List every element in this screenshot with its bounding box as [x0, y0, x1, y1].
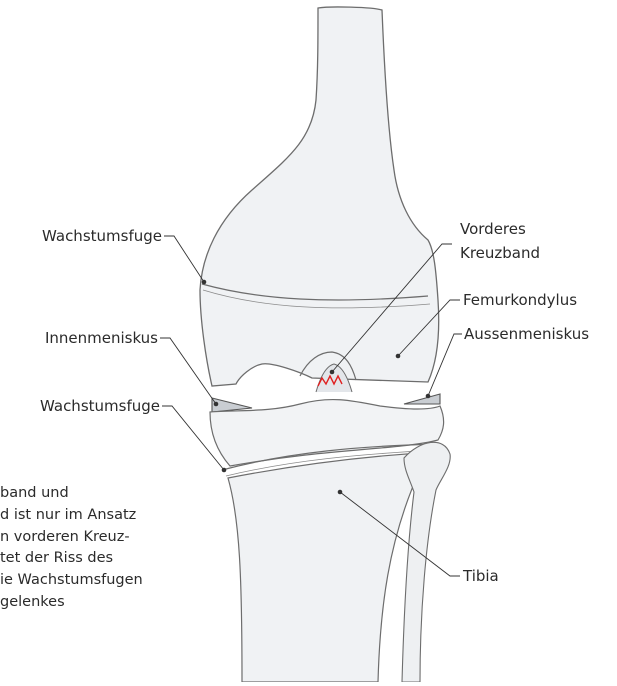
label-femoral-condyle: Femurkondylus	[463, 291, 577, 309]
label-acl-line1: Vorderes	[460, 220, 526, 238]
label-growth-plate-lower: Wachstumsfuge	[0, 397, 160, 415]
caption-line: band und	[0, 483, 200, 505]
caption-line: d ist nur im Ansatz	[0, 505, 200, 527]
leader-growth-plate-upper	[164, 236, 204, 282]
label-tibia: Tibia	[463, 567, 499, 585]
label-lateral-meniscus: Aussenmeniskus	[464, 325, 589, 343]
caption-line: ie Wachstumsfugen	[0, 570, 200, 592]
label-medial-meniscus: Innenmeniskus	[0, 329, 158, 347]
lateral-meniscus-shape	[404, 394, 440, 404]
fibula	[402, 442, 450, 682]
caption-text: band und d ist nur im Ansatz n vorderen …	[0, 483, 200, 614]
femur	[200, 7, 439, 386]
caption-line: n vorderen Kreuz-	[0, 527, 200, 549]
caption-line: gelenkes	[0, 592, 200, 614]
label-acl-line2: Kreuzband	[460, 244, 540, 262]
label-growth-plate-upper: Wachstumsfuge	[0, 227, 162, 245]
caption-line: tet der Riss des	[0, 548, 200, 570]
